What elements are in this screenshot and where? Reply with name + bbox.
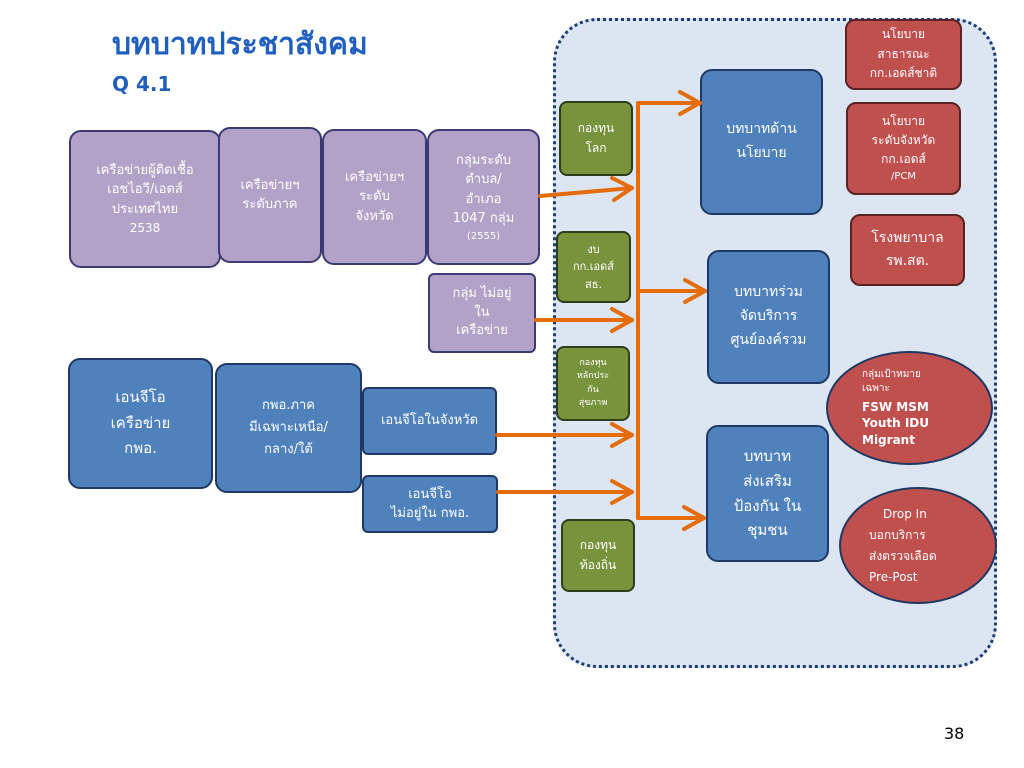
target-groups-line: กลุ่มเป้าหมาย [862,369,921,381]
policy-role-line: นโยบาย [736,145,787,161]
hospital-line: โรงพยาบาล [871,229,944,246]
ngo-outside-line: เอนจีโอ [408,486,452,502]
health-fund-line: กองทุน [579,358,607,369]
network-provincial-line: ระดับ [359,189,390,205]
groups-outside-box: กลุ่ม ไม่อยู่ ใน เครือข่าย [428,273,536,353]
network-regional-line: เครือข่ายฯ [240,177,300,193]
provincial-policy-line: กก.เอดส์ [881,152,926,167]
network-provincial-line: จังหวัด [355,208,394,224]
service-role-line: จัดบริการ [739,308,798,325]
health-fund-line: สุขภาพ [578,397,608,408]
health-fund-line: หลักประ [576,371,610,382]
ngo-regional-line: กพอ.ภาค [262,397,315,413]
service-role-line: บทบาทร่วม [734,284,803,301]
public-policy-box: นโยบาย สาธารณะ กก.เอดส์ชาติ [845,19,962,90]
budget-line: กก.เอดส์ [572,260,615,274]
groups-subdistrict-line: ตำบล/ [465,172,502,187]
groups-outside-line: ใน [474,304,490,320]
ngo-network-box: เอนจีโอ เครือข่าย กพอ. [68,358,213,489]
provincial-policy-line: นโยบาย [881,113,926,128]
local-fund-line: ท้องถิ่น [579,557,617,572]
arrowhead-subdistrict [610,176,634,202]
page-title: บทบาทประชาสังคม [112,27,368,62]
network-regional-box: เครือข่ายฯ ระดับภาค [218,127,322,263]
page-number: 38 [944,724,965,743]
health-fund-line: กัน [587,384,599,395]
ngo-network-line: เครือข่าย [110,413,171,432]
provincial-policy-line: ระดับจังหวัด [871,132,936,147]
network-national-year: 2538 [129,221,161,236]
arrowhead-service [683,278,707,304]
ngo-regional-line: กลาง/ใต้ [264,442,313,458]
health-fund-box: กองทุน หลักประ กัน สุขภาพ [556,346,630,421]
target-groups-line: Migrant [862,432,915,447]
hospital-line: รพ.สต. [885,253,930,269]
network-regional-line: ระดับภาค [242,197,298,212]
prevention-role-line: ส่งเสริม [743,471,792,490]
public-policy-line: กก.เอดส์ชาติ [869,66,938,81]
target-groups-line: Youth IDU [862,416,930,431]
arrowhead-prevention [682,505,706,531]
ngo-outside-line: ไม่อยู่ใน กพอ. [390,506,470,521]
groups-subdistrict-year: (2555) [466,230,501,242]
arrowhead-ngo-provincial [610,422,634,448]
groups-subdistrict-line: 1047 กลุ่ม [452,211,515,226]
ngo-outside-box: เอนจีโอ ไม่อยู่ใน กพอ. [362,475,498,533]
groups-subdistrict-line: กลุ่มระดับ [455,152,512,168]
groups-outside-line: กลุ่ม ไม่อยู่ [452,285,512,301]
local-fund-box: กองทุน ท้องถิ่น [561,519,635,592]
budget-box: งบ กก.เอดส์ สธ. [556,231,631,303]
ngo-regional-line: มีเฉพาะเหนือ/ [249,419,328,435]
local-fund-line: กองทุน [579,538,617,553]
target-groups-line: เฉพาะ [862,382,890,394]
provincial-policy-line: /PCM [890,171,916,183]
policy-role-box: บทบาทด้าน นโยบาย [700,69,823,215]
prevention-role-box: บทบาท ส่งเสริม ป้องกัน ใน ชุมชน [706,425,829,562]
arrowhead-ngo-outside [610,479,634,505]
network-national-line: ประเทศไทย [111,201,179,217]
ngo-regional-box: กพอ.ภาค มีเฉพาะเหนือ/ กลาง/ใต้ [215,363,362,493]
service-role-box: บทบาทร่วม จัดบริการ ศูนย์องค์รวม [707,250,830,384]
drop-in-ellipse: Drop In บอกบริการ ส่งตรวจเลือด Pre-Post [839,487,997,604]
target-groups-line: FSW MSM [862,400,929,415]
budget-line: งบ [587,243,600,257]
network-provincial-box: เครือข่ายฯ ระดับ จังหวัด [322,129,427,265]
drop-in-line: Drop In [883,506,927,521]
global-fund-line: โลก [585,140,607,155]
groups-subdistrict-line: อำเภอ [465,191,502,207]
global-fund-line: กองทุน [577,121,615,136]
provincial-policy-box: นโยบาย ระดับจังหวัด กก.เอดส์ /PCM [846,102,961,195]
network-national-line: เอชไอวี/เอดส์ [107,182,183,198]
prevention-role-line: ป้องกัน ใน [733,496,802,515]
prevention-role-line: ชุมชน [747,521,788,540]
drop-in-line: ส่งตรวจเลือด [869,548,937,563]
drop-in-line: Pre-Post [869,569,918,584]
public-policy-line: สาธารณะ [877,46,930,61]
network-national-line: เครือข่ายผู้ติดเชื้อ [96,162,194,178]
ngo-network-line: กพอ. [124,439,157,458]
public-policy-line: นโยบาย [881,26,926,41]
groups-outside-line: เครือข่าย [456,323,508,339]
groups-subdistrict-box: กลุ่มระดับ ตำบล/ อำเภอ 1047 กลุ่ม (2555) [427,129,540,265]
prevention-role-line: บทบาท [743,447,792,465]
target-groups-ellipse: กลุ่มเป้าหมาย เฉพาะ FSW MSM Youth IDU Mi… [826,351,993,465]
arrow-from-subdistrict [538,186,634,198]
service-role-line: ศูนย์องค์รวม [730,331,807,348]
ngo-network-line: เอนจีโอ [115,388,166,407]
policy-role-line: บทบาทด้าน [726,121,797,138]
network-provincial-line: เครือข่ายฯ [344,169,405,185]
ngo-provincial-box: เอนจีโอในจังหวัด [362,387,497,455]
budget-line: สธ. [585,277,602,291]
global-fund-box: กองทุน โลก [559,101,633,176]
page-subtitle: Q 4.1 [112,72,172,96]
hospital-box: โรงพยาบาล รพ.สต. [850,214,965,286]
arrowhead-policy [678,90,702,116]
arrowhead-outside [610,307,634,333]
drop-in-line: บอกบริการ [869,527,926,542]
ngo-provincial-line: เอนจีโอในจังหวัด [380,413,479,429]
